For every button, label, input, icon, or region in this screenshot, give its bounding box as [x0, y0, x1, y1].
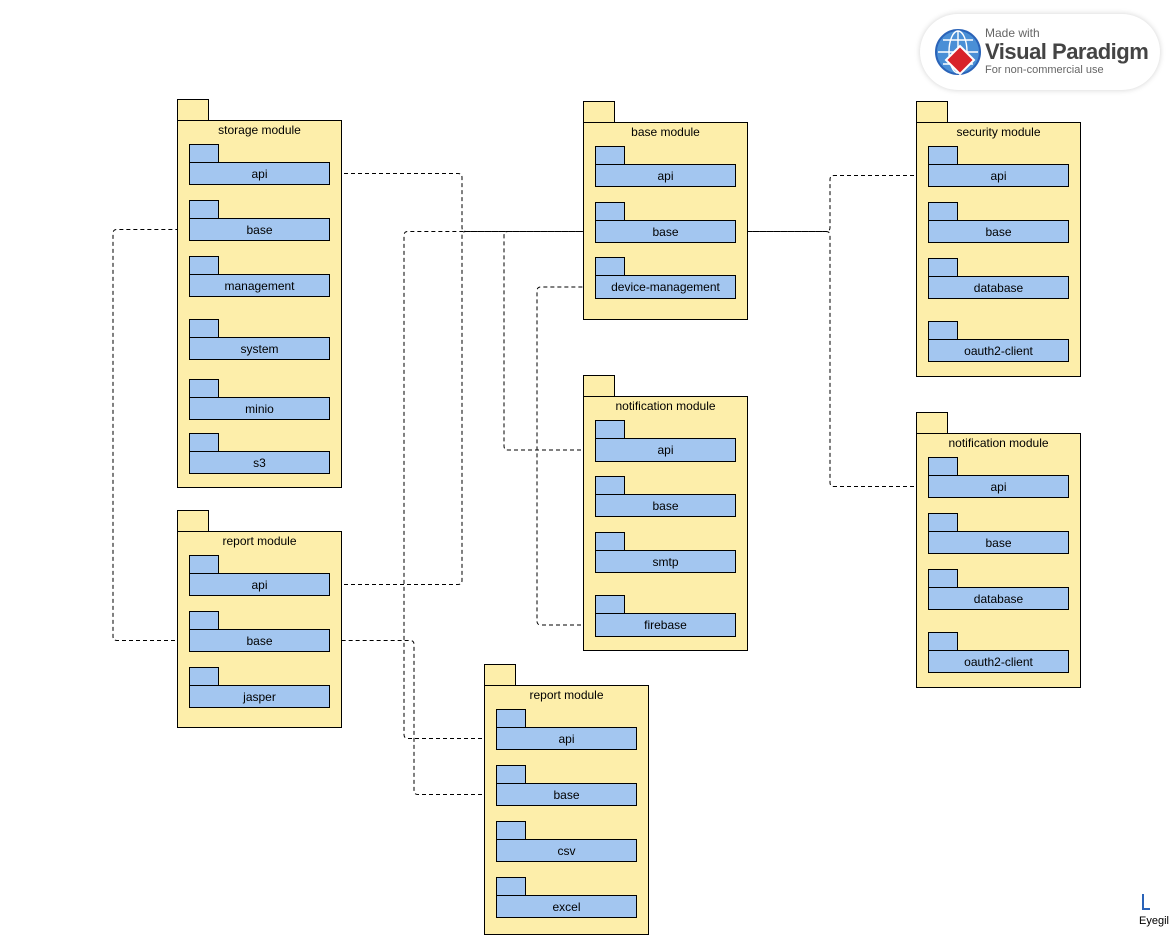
subpackage-tab — [928, 321, 958, 340]
badge-made-with: Made with — [985, 26, 1040, 40]
badge-brand: Visual Paradigm — [985, 39, 1149, 64]
package-title: security module — [956, 125, 1041, 139]
subpackage-notification1-base: base — [595, 494, 736, 517]
package-title: notification module — [948, 436, 1049, 450]
package-tab — [177, 510, 209, 532]
subpackage-tab — [496, 877, 526, 896]
badge-usage: For non-commercial use — [985, 64, 1104, 76]
subpackage-tab — [189, 256, 219, 275]
subpackage-notification1-api: api — [595, 438, 736, 462]
subpackage-tab — [928, 632, 958, 651]
subpackage-tab — [595, 595, 625, 614]
subpackage-tab — [189, 611, 219, 630]
subpackage-tab — [189, 144, 219, 163]
subpackage-report2-api: api — [496, 727, 637, 750]
subpackage-tab — [496, 765, 526, 784]
package-tab — [484, 664, 516, 686]
subpackage-storage-s3: s3 — [189, 451, 330, 474]
visual-paradigm-logo-icon — [935, 29, 981, 76]
dependency-line — [112, 229, 189, 641]
author-signature: Eyegil — [1139, 894, 1172, 934]
subpackage-base-api: api — [595, 164, 736, 187]
subpackage-notification1-firebase: firebase — [595, 613, 736, 637]
package-tab — [916, 101, 948, 123]
subpackage-tab — [928, 457, 958, 476]
package-title: report module — [222, 534, 297, 548]
subpackage-security-api: api — [928, 164, 1069, 187]
package-title: storage module — [218, 123, 301, 137]
package-tab — [916, 412, 948, 434]
dependency-line — [330, 640, 496, 795]
subpackage-tab — [496, 821, 526, 840]
subpackage-tab — [189, 555, 219, 574]
subpackage-notification2-api: api — [928, 475, 1069, 498]
subpackage-storage-minio: minio — [189, 397, 330, 420]
dependency-line — [503, 231, 595, 451]
subpackage-security-oauth2-client: oauth2-client — [928, 339, 1069, 362]
subpackage-tab — [595, 146, 625, 165]
subpackage-tab — [595, 257, 625, 276]
subpackage-report2-base: base — [496, 783, 637, 806]
dependency-line — [736, 175, 928, 232]
subpackage-report2-csv: csv — [496, 839, 637, 862]
subpackage-tab — [928, 258, 958, 277]
subpackage-report1-api: api — [189, 573, 330, 596]
dependency-line — [330, 231, 595, 585]
subpackage-report1-base: base — [189, 629, 330, 652]
package-tab — [583, 101, 615, 123]
subpackage-tab — [928, 569, 958, 588]
subpackage-notification2-base: base — [928, 531, 1069, 554]
subpackage-security-database: database — [928, 276, 1069, 299]
dependency-line — [536, 286, 595, 626]
subpackage-tab — [496, 709, 526, 728]
package-tab — [177, 99, 209, 121]
dependency-line — [736, 231, 928, 487]
subpackage-base-base: base — [595, 220, 736, 243]
package-title: report module — [529, 688, 604, 702]
package-title: base module — [631, 125, 700, 139]
subpackage-storage-api: api — [189, 162, 330, 185]
subpackage-report2-excel: excel — [496, 895, 637, 918]
signature-mark-icon — [1142, 894, 1150, 910]
subpackage-tab — [928, 146, 958, 165]
subpackage-storage-base: base — [189, 218, 330, 241]
subpackage-storage-management: management — [189, 274, 330, 297]
dependency-line — [330, 173, 595, 232]
subpackage-notification2-oauth2-client: oauth2-client — [928, 650, 1069, 673]
subpackage-notification1-smtp: smtp — [595, 550, 736, 573]
subpackage-security-base: base — [928, 220, 1069, 243]
subpackage-tab — [595, 476, 625, 495]
package-tab — [583, 375, 615, 397]
subpackage-tab — [928, 202, 958, 221]
package-title: notification module — [615, 399, 716, 413]
subpackage-tab — [189, 433, 219, 452]
subpackage-tab — [189, 379, 219, 398]
subpackage-tab — [595, 532, 625, 551]
subpackage-tab — [928, 513, 958, 532]
subpackage-tab — [189, 200, 219, 219]
subpackage-tab — [595, 202, 625, 221]
dependency-line — [403, 231, 595, 739]
subpackage-tab — [595, 420, 625, 439]
subpackage-base-device-management: device-management — [595, 275, 736, 299]
subpackage-tab — [189, 319, 219, 338]
subpackage-storage-system: system — [189, 337, 330, 360]
subpackage-notification2-database: database — [928, 587, 1069, 610]
subpackage-tab — [189, 667, 219, 686]
made-with-badge: Made with Visual Paradigm For non-commer… — [920, 14, 1160, 90]
signature-text: Eyegil — [1139, 915, 1169, 927]
subpackage-report1-jasper: jasper — [189, 685, 330, 708]
